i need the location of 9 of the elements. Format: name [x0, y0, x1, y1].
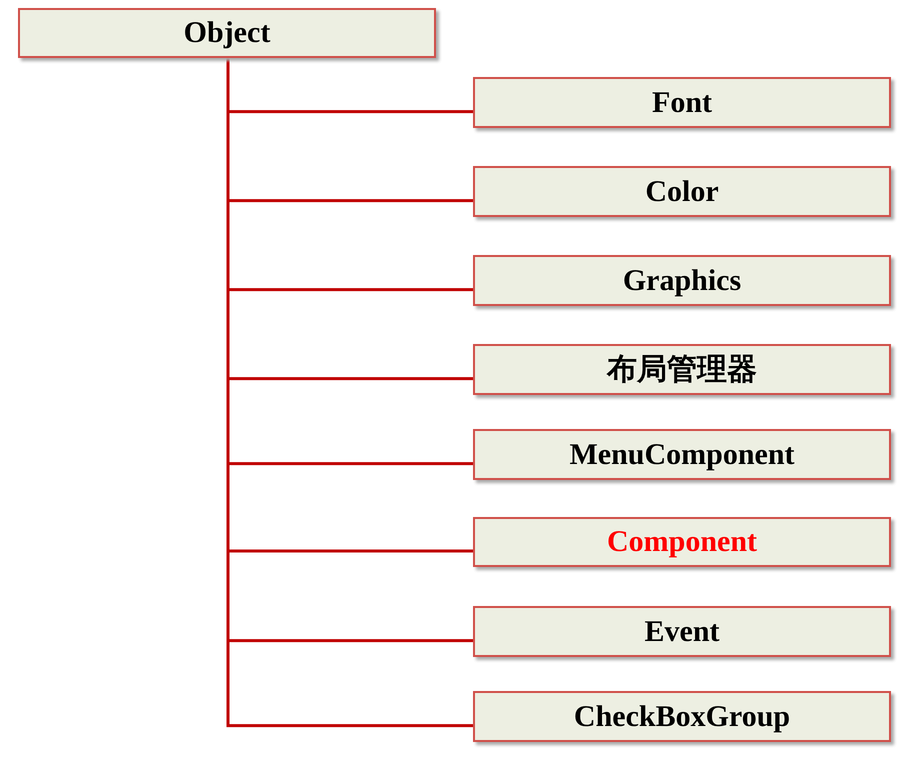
- class-box: MenuComponent: [473, 429, 891, 480]
- class-box: 布局管理器: [473, 344, 891, 395]
- class-box: CheckBoxGroup: [473, 691, 891, 742]
- class-box: Component: [473, 517, 891, 567]
- class-box: Color: [473, 166, 891, 217]
- class-box: Graphics: [473, 255, 891, 306]
- class-box: Object: [18, 8, 436, 58]
- class-box: Event: [473, 606, 891, 657]
- class-box: Font: [473, 77, 891, 128]
